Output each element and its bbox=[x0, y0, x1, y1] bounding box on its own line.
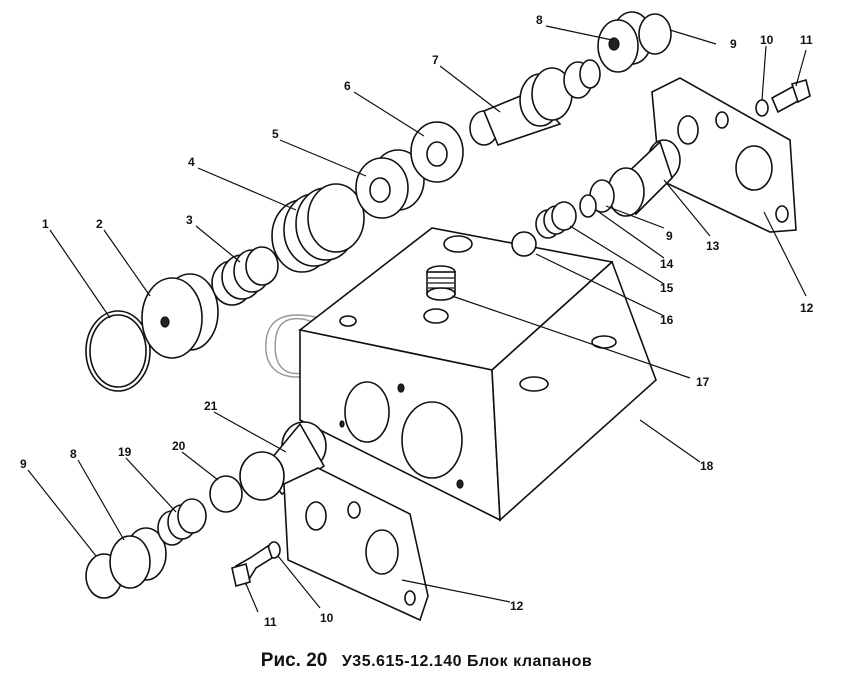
spring-4 bbox=[271, 183, 365, 273]
figure-caption: Рис. 20 У35.615-12.140 Блок клапанов bbox=[0, 650, 853, 672]
callout-9: 9 bbox=[730, 37, 737, 51]
callout-12-lower: 12 bbox=[510, 599, 524, 613]
cap-8-lower bbox=[109, 527, 167, 589]
callout-8: 8 bbox=[536, 13, 543, 27]
o-ring-9-upper bbox=[638, 13, 672, 55]
callout-20: 20 bbox=[172, 439, 186, 453]
ball bbox=[511, 231, 537, 257]
washer-6 bbox=[410, 121, 464, 183]
callout-14: 14 bbox=[660, 257, 674, 271]
ring-15 bbox=[579, 194, 597, 218]
callout-9-lower: 9 bbox=[20, 457, 27, 471]
valve-body-block bbox=[298, 227, 657, 522]
callout-18: 18 bbox=[700, 459, 714, 473]
callout-2: 2 bbox=[96, 217, 103, 231]
callout-13: 13 bbox=[706, 239, 720, 253]
callout-15: 15 bbox=[660, 281, 674, 295]
piston-5 bbox=[355, 149, 425, 219]
callout-11: 11 bbox=[800, 33, 813, 47]
callout-1: 1 bbox=[42, 217, 49, 231]
cover-plate-12-upper bbox=[651, 77, 797, 233]
cap-2 bbox=[141, 273, 219, 359]
callout-5: 5 bbox=[272, 127, 279, 141]
callout-9b: 9 bbox=[666, 229, 673, 243]
seat-13 bbox=[607, 139, 681, 217]
cover-plate-12-lower bbox=[283, 467, 429, 622]
sleeve-21 bbox=[239, 421, 327, 501]
washer-10-upper bbox=[755, 99, 769, 117]
disc-20 bbox=[209, 475, 243, 513]
threaded-plug-17 bbox=[423, 265, 456, 324]
figure-title: У35.615-12.140 Блок клапанов bbox=[341, 653, 593, 670]
callout-7: 7 bbox=[432, 53, 439, 67]
callout-6: 6 bbox=[344, 79, 351, 93]
callout-10: 10 bbox=[760, 33, 774, 47]
callout-3: 3 bbox=[186, 213, 193, 227]
callout-labels: 1 2 3 4 5 6 7 8 9 10 11 12 13 9 14 15 16… bbox=[20, 13, 814, 629]
spool-7 bbox=[469, 59, 601, 146]
spring-3 bbox=[211, 246, 279, 306]
callout-10-lower: 10 bbox=[320, 611, 334, 625]
callout-4: 4 bbox=[188, 155, 195, 169]
callout-21: 21 bbox=[204, 399, 218, 413]
callout-16: 16 bbox=[660, 313, 674, 327]
spring-16 bbox=[535, 201, 577, 239]
callout-12: 12 bbox=[800, 301, 814, 315]
callout-11-lower: 11 bbox=[264, 615, 277, 629]
spring-19 bbox=[157, 498, 207, 546]
callout-19: 19 bbox=[118, 445, 132, 459]
leader-lines bbox=[27, 25, 807, 613]
callout-8-lower: 8 bbox=[70, 447, 77, 461]
bolt-11-upper bbox=[770, 79, 811, 114]
figure-number: Рис. 20 bbox=[260, 650, 328, 671]
callout-17: 17 bbox=[696, 375, 710, 389]
bolt-11-lower bbox=[231, 544, 273, 588]
